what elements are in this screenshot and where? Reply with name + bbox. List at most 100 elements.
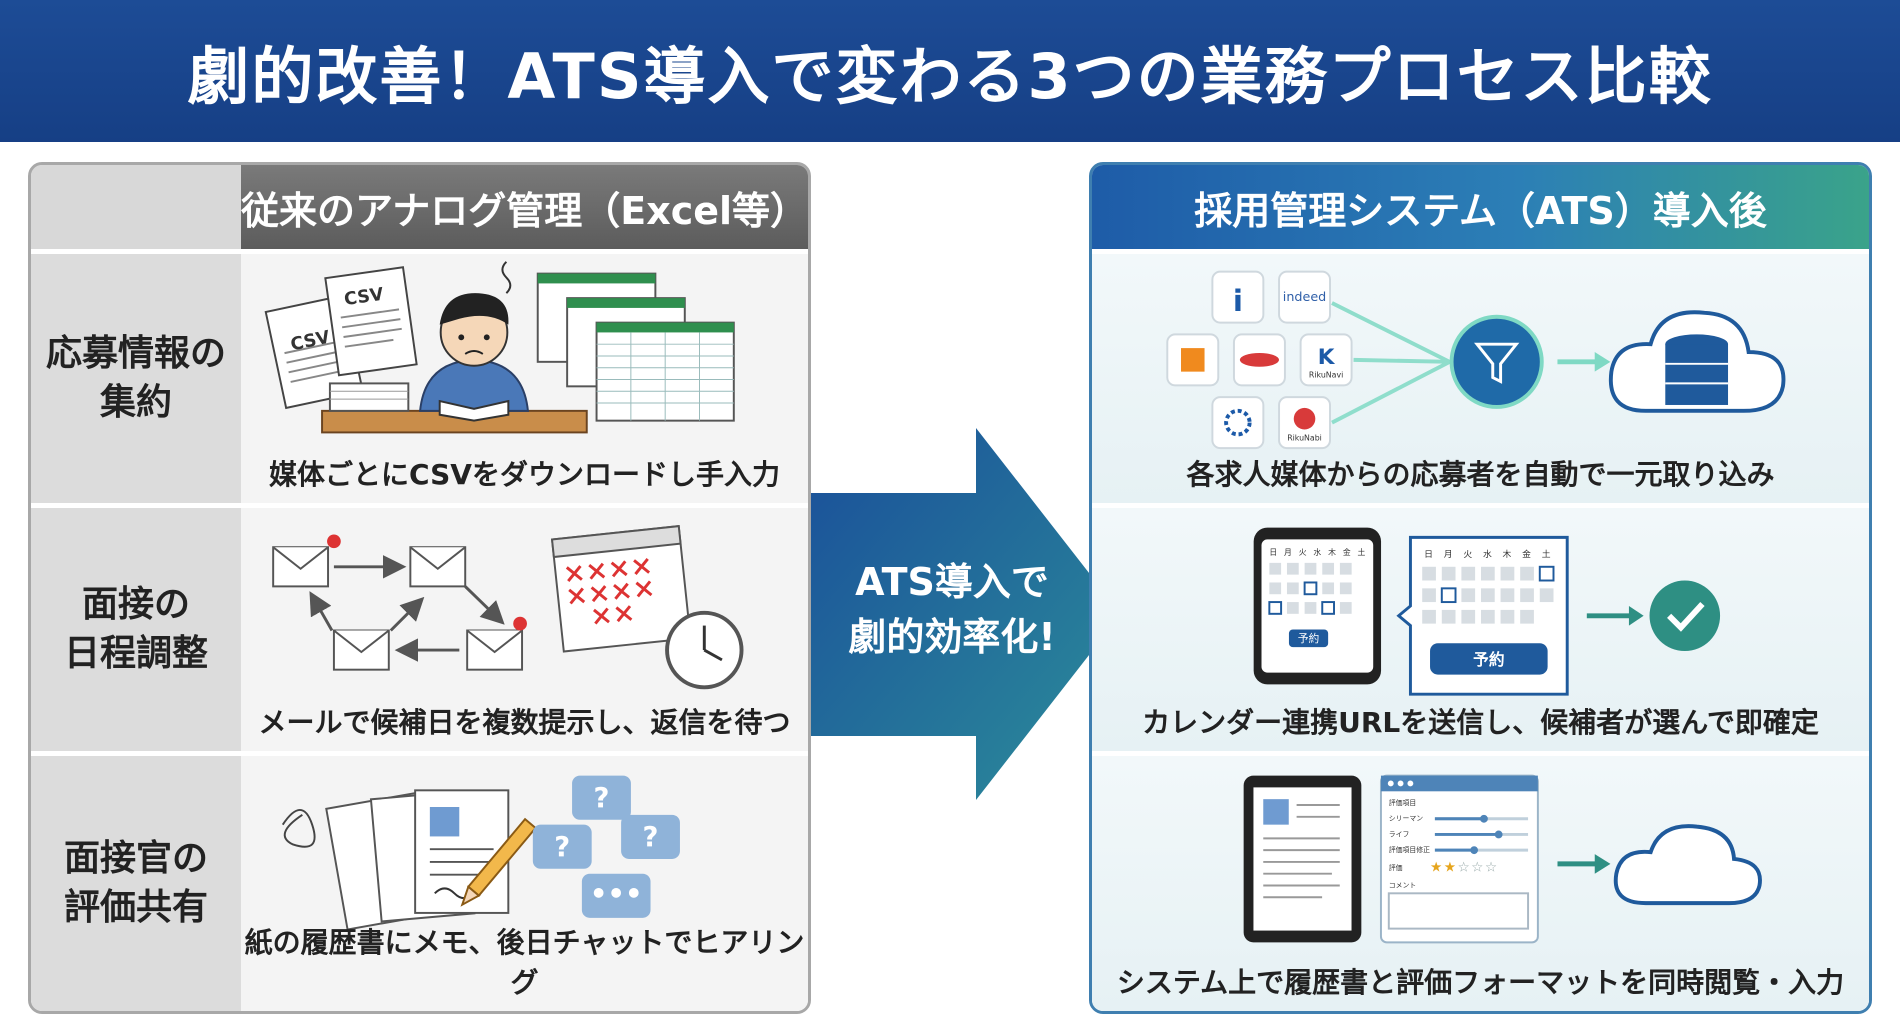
row-content: i indeed K RikuNavi RikuNabi bbox=[1092, 254, 1869, 503]
check-confirmed-icon bbox=[1649, 580, 1721, 652]
calendar-booking-illustration: 日 月 火 水 木 金 土 bbox=[1253, 527, 1721, 696]
row-label: 面接官の 評価共有 bbox=[63, 837, 208, 928]
manual-csv-entry-illustration: CSV CSV bbox=[264, 261, 735, 434]
row-caption: 各求人媒体からの応募者を自動で一元取り込み bbox=[1186, 458, 1775, 491]
svg-text:☆: ☆ bbox=[1457, 860, 1469, 876]
row-content: メールで候補日を複数提示し、返信を待つ bbox=[241, 508, 808, 751]
phone-day-label: 水 bbox=[1313, 547, 1321, 557]
pencil-icon bbox=[460, 817, 537, 907]
form-field-label: ライフ bbox=[1389, 830, 1410, 838]
svg-text:•••: ••• bbox=[590, 879, 643, 910]
angry-mark-icon bbox=[327, 534, 527, 631]
paper-resumes-chat-illustration: ??? ••• bbox=[281, 775, 680, 931]
row-caption: システム上で履歴書と評価フォーマットを同時閲覧・入力 bbox=[1116, 966, 1845, 999]
right-row-evaluation-form: 評価項目 シリーマン ライフ 評価項目修正 評価 コメント bbox=[1092, 751, 1869, 1011]
indeed-logo: indeed bbox=[1283, 290, 1326, 305]
question-bubble-icon bbox=[532, 775, 680, 918]
row-content: 日 月 火 水 木 金 土 bbox=[1092, 508, 1869, 751]
left-row-interview-scheduling: 面接の 日程調整 bbox=[31, 503, 808, 751]
svg-text:?: ? bbox=[594, 783, 610, 814]
left-panel-analog: 従来のアナログ管理（Excel等） 応募情報の 集約 CSV bbox=[28, 162, 811, 1014]
right-panel-ats: 採用管理システム（ATS）導入後 i indeed K RikuN bbox=[1089, 162, 1872, 1014]
popup-day-label: 金 bbox=[1522, 548, 1531, 560]
envelope-icon bbox=[272, 546, 524, 671]
form-field-label: シリーマン bbox=[1389, 815, 1423, 823]
data-flow-lines bbox=[1331, 301, 1451, 425]
row-label: 応募情報の 集約 bbox=[45, 332, 226, 423]
popup-day-label: 日 bbox=[1424, 549, 1433, 560]
form-field-label: 評価 bbox=[1389, 863, 1403, 872]
paper-resume-icon bbox=[325, 789, 510, 931]
row-label-cell: 面接の 日程調整 bbox=[31, 508, 241, 751]
row-caption: カレンダー連携URLを送信し、候補者が選んで即確定 bbox=[1142, 706, 1819, 739]
clock-icon bbox=[665, 610, 744, 690]
svg-text:★: ★ bbox=[1430, 860, 1442, 876]
row-content: CSV CSV bbox=[241, 254, 808, 503]
phone-reserve-label: 予約 bbox=[1298, 632, 1320, 645]
row-content: 評価項目 シリーマン ライフ 評価項目修正 評価 コメント bbox=[1092, 756, 1869, 1011]
left-row-application-aggregation: 応募情報の 集約 CSV bbox=[31, 249, 808, 503]
row-caption: 媒体ごとにCSVをダウンロードし手入力 bbox=[269, 458, 780, 491]
left-panel-heading: 従来のアナログ管理（Excel等） bbox=[241, 188, 809, 233]
popup-reserve-button bbox=[1430, 643, 1548, 675]
svg-text:?: ? bbox=[554, 832, 570, 863]
svg-text:i: i bbox=[1233, 284, 1243, 318]
worried-person-icon bbox=[419, 261, 530, 412]
cloud-database-icon bbox=[1608, 310, 1786, 413]
transformation-arrow bbox=[811, 428, 1121, 800]
form-field-label: 評価項目修正 bbox=[1389, 845, 1430, 854]
row-caption: メールで候補日を複数提示し、返信を待つ bbox=[258, 706, 791, 739]
rikunavi-logo: RikuNavi bbox=[1309, 371, 1343, 380]
photo-icon bbox=[429, 807, 460, 837]
csv-paper-icon bbox=[324, 266, 418, 377]
svg-text:?: ? bbox=[643, 822, 659, 853]
row-label-cell: 応募情報の 集約 bbox=[31, 254, 241, 503]
scribble-icon bbox=[281, 808, 316, 848]
phone-day-label: 金 bbox=[1343, 547, 1351, 557]
auto-import-illustration: i indeed K RikuNavi RikuNabi bbox=[1166, 270, 1786, 450]
popup-reserve-label: 予約 bbox=[1473, 650, 1504, 669]
phone-day-label: 日 bbox=[1269, 548, 1277, 557]
filter-funnel-icon bbox=[1449, 314, 1544, 409]
right-row-auto-import: i indeed K RikuNavi RikuNabi bbox=[1092, 249, 1869, 503]
paper-stack bbox=[328, 382, 410, 412]
left-panel-header: 従来のアナログ管理（Excel等） bbox=[31, 165, 808, 249]
phone-day-label: 土 bbox=[1358, 547, 1366, 557]
cloud-icon bbox=[1613, 824, 1762, 906]
spreadsheet-icon bbox=[536, 272, 735, 422]
phone-reserve-button bbox=[1288, 629, 1329, 648]
row-label-cell: 面接官の 評価共有 bbox=[31, 756, 241, 1011]
form-field-label: 評価項目 bbox=[1389, 798, 1416, 807]
svg-text:K: K bbox=[1318, 345, 1336, 370]
svg-text:★: ★ bbox=[1444, 860, 1456, 876]
phone-day-label: 木 bbox=[1328, 547, 1336, 557]
evaluation-form-illustration: 評価項目 シリーマン ライフ 評価項目修正 評価 コメント bbox=[1243, 774, 1762, 944]
svg-text:☆: ☆ bbox=[1485, 860, 1497, 876]
rikunabi-logo: RikuNabi bbox=[1287, 433, 1322, 442]
popup-day-label: 土 bbox=[1542, 548, 1551, 560]
phone-day-label: 月 bbox=[1284, 548, 1292, 557]
row-content: ??? ••• 紙の履歴書にメモ、後日チャットでヒアリング bbox=[241, 756, 808, 1011]
svg-text:☆: ☆ bbox=[1471, 860, 1483, 876]
right-row-calendar-booking: 日 月 火 水 木 金 土 bbox=[1092, 503, 1869, 751]
comment-box bbox=[1387, 892, 1530, 930]
popup-day-label: 木 bbox=[1503, 548, 1512, 560]
email-back-and-forth-illustration bbox=[272, 525, 744, 690]
popup-day-label: 水 bbox=[1483, 548, 1492, 560]
right-panel-heading: 採用管理システム（ATS）導入後 bbox=[1194, 188, 1767, 233]
arrow-label: ATS導入で 劇的効率化! bbox=[848, 560, 1056, 660]
tablet-resume-icon bbox=[1243, 775, 1362, 943]
header-banner: 劇的改善！ATS導入で変わる3つの業務プロセス比較 bbox=[0, 0, 1900, 142]
popup-day-label: 火 bbox=[1463, 550, 1472, 560]
form-field-label: コメント bbox=[1389, 881, 1416, 889]
job-media-logo-icon bbox=[1166, 270, 1353, 450]
phone-day-label: 火 bbox=[1299, 548, 1307, 557]
right-panel-header: 採用管理システム（ATS）導入後 bbox=[1092, 165, 1869, 249]
popup-day-label: 月 bbox=[1444, 549, 1453, 560]
calendar-crossed-out-icon bbox=[550, 525, 692, 653]
left-row-evaluation-sharing: 面接官の 評価共有 bbox=[31, 751, 808, 1011]
row-label: 面接の 日程調整 bbox=[63, 583, 208, 674]
page-title: 劇的改善！ATS導入で変わる3つの業務プロセス比較 bbox=[187, 40, 1713, 113]
row-caption: 紙の履歴書にメモ、後日チャットでヒアリング bbox=[244, 926, 805, 999]
open-book-icon bbox=[438, 399, 510, 422]
